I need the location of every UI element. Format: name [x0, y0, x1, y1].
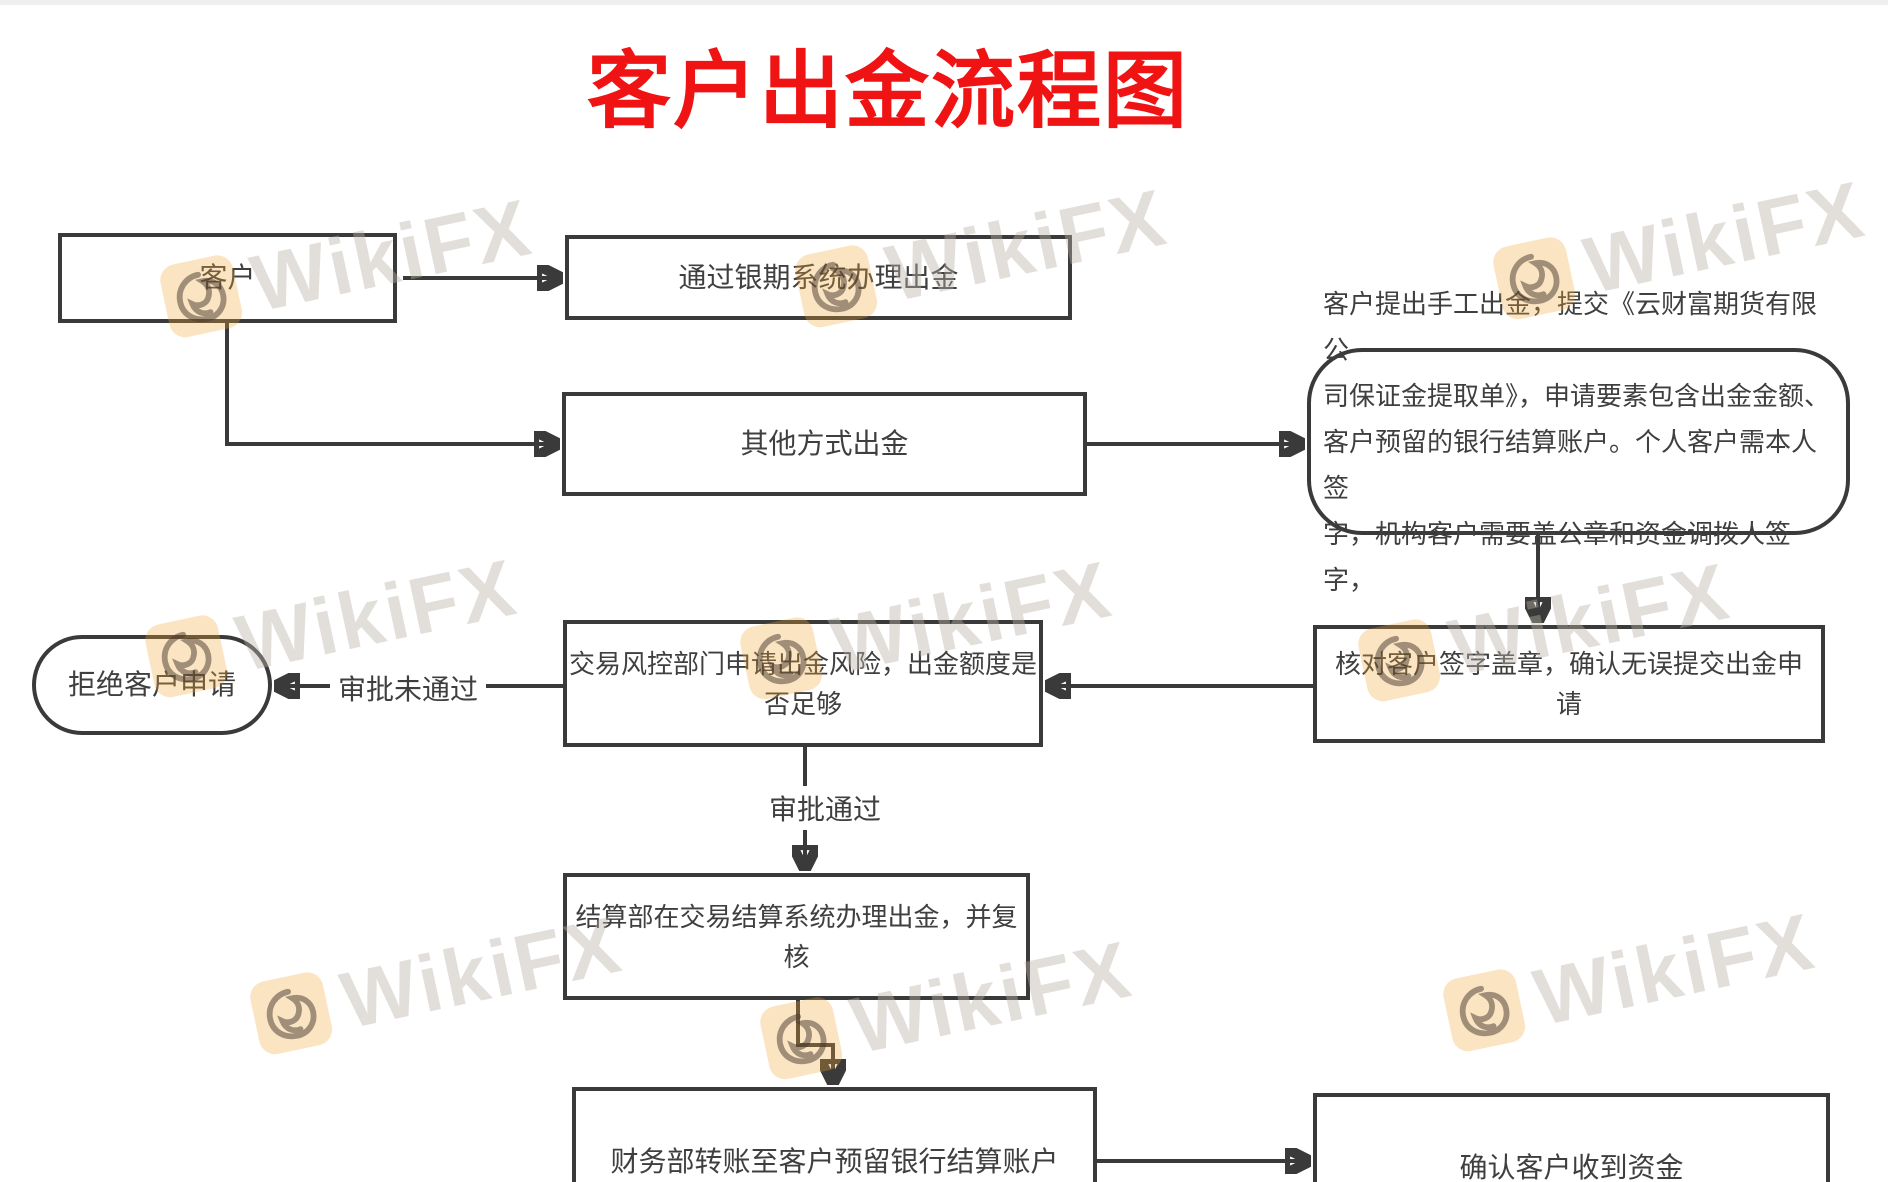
node-confirm-receipt: 确认客户收到资金	[1313, 1093, 1830, 1182]
node-customer: 客户	[58, 233, 397, 323]
connector-customer-to-other-method	[225, 323, 556, 444]
node-reject-label: 拒绝客户申请	[67, 669, 236, 700]
node-risk-control-label: 交易风控部门申请出金风险，出金额度是 否足够	[568, 648, 1037, 719]
node-reject-application: 拒绝客户申请	[32, 635, 272, 735]
node-risk-control: 交易风控部门申请出金风险，出金额度是 否足够	[563, 620, 1043, 747]
node-other-method-label: 其他方式出金	[740, 428, 909, 459]
node-finance-transfer: 财务部转账至客户预留银行结算账户	[572, 1087, 1097, 1182]
node-bank-futures-withdrawal: 通过银期系统办理出金	[565, 235, 1072, 320]
node-confirm-receipt-label: 确认客户收到资金	[1459, 1152, 1684, 1182]
edge-label-approval-failed: 审批未通过	[329, 666, 487, 710]
node-verify-signature-label: 核对客户签字盖章，确认无误提交出金申 请	[1334, 649, 1803, 719]
node-settlement-label: 结算部在交易结算系统办理出金，并复核	[575, 901, 1018, 972]
node-manual-withdrawal-note: 客户提出手工出金，提交《云财富期货有限公 司保证金提取单》，申请要素包含出金金额…	[1307, 289, 1850, 595]
connector-settlement-to-finance	[796, 1000, 833, 1081]
node-customer-label: 客户	[199, 262, 256, 293]
top-edge-strip	[0, 0, 1888, 5]
page-title: 客户出金流程图	[586, 44, 1190, 138]
node-manual-note-label: 客户提出手工出金，提交《云财富期货有限公 司保证金提取单》，申请要素包含出金金额…	[1323, 288, 1831, 595]
node-bank-futures-label: 通过银期系统办理出金	[678, 261, 959, 293]
node-other-method-withdrawal: 其他方式出金	[562, 392, 1087, 496]
node-settlement-department: 结算部在交易结算系统办理出金，并复核	[563, 873, 1030, 1000]
node-finance-transfer-label: 财务部转账至客户预留银行结算账户	[610, 1146, 1059, 1177]
node-verify-signature: 核对客户签字盖章，确认无误提交出金申 请	[1313, 625, 1825, 743]
edge-label-approval-passed: 审批通过	[760, 786, 890, 830]
